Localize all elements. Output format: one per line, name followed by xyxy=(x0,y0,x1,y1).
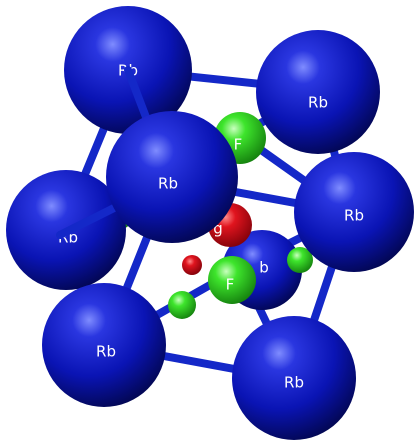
atom-label-rb-6: Rb xyxy=(96,343,116,361)
atom-label-rb-4: Rb xyxy=(344,207,364,225)
atom-label-f-1: F xyxy=(234,136,243,154)
atom-rb-7[interactable]: Rb xyxy=(232,316,356,440)
atom-label-rb-hidden: b xyxy=(259,259,269,277)
atom-label-f-2: F xyxy=(226,276,235,294)
atom-rb-6[interactable]: Rb xyxy=(42,283,166,407)
atom-f-2[interactable]: F xyxy=(208,256,256,304)
atom-rb-2[interactable]: Rb xyxy=(256,30,380,154)
atom-label-rb-5: Rb xyxy=(158,175,178,193)
atom-label-rb-7: Rb xyxy=(284,374,304,392)
atom-rb-4[interactable]: Rb xyxy=(294,152,414,272)
atom-label-rb-2: Rb xyxy=(308,94,328,112)
atom-label-mg: g xyxy=(213,220,223,238)
atom-rb-5[interactable]: Rb xyxy=(106,111,238,243)
